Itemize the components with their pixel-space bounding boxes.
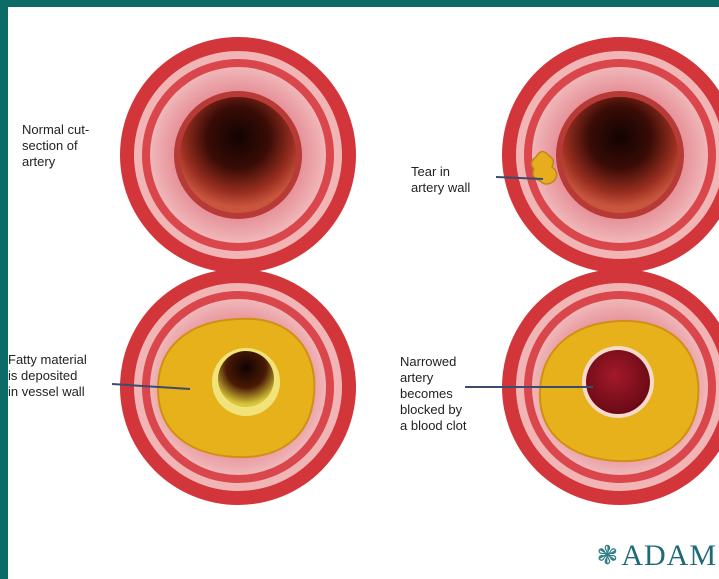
- diagram-panel: Normal cut- section of artery Tear in ar…: [8, 7, 719, 579]
- blood-clot: [586, 350, 650, 414]
- label-normal: Normal cut- section of artery: [22, 122, 89, 170]
- artery-normal: [120, 37, 356, 273]
- narrowed-lumen: [218, 351, 274, 407]
- artery-tear: [502, 37, 719, 273]
- artery-cross-sections: [8, 7, 719, 579]
- artery-lumen: [562, 97, 678, 213]
- logo-text: ADAM: [621, 539, 717, 573]
- flower-mark-icon: ❃: [597, 541, 620, 571]
- artery-lumen: [180, 97, 296, 213]
- label-tear: Tear in artery wall: [411, 164, 470, 196]
- label-narrowed: Narrowed artery becomes blocked by a blo…: [400, 354, 467, 434]
- label-fatty: Fatty material is deposited in vessel wa…: [8, 352, 87, 400]
- adam-logo: ❃ ADAM: [597, 539, 717, 573]
